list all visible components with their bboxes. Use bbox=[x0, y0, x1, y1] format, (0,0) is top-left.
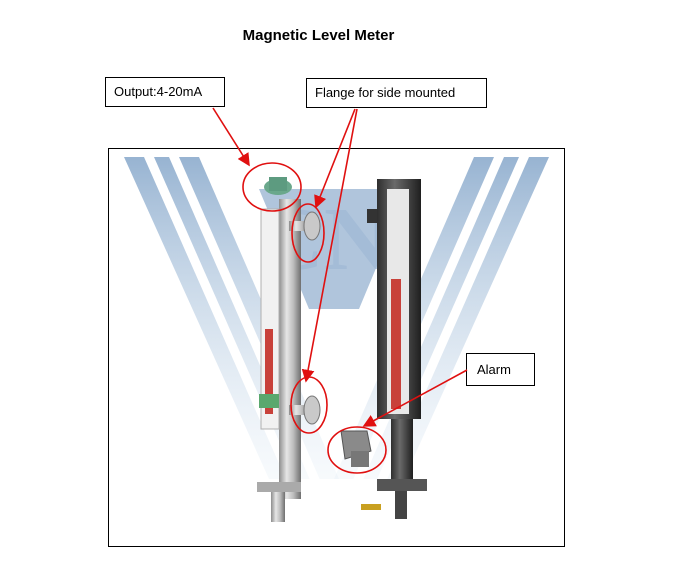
alarm-callout: Alarm bbox=[466, 353, 535, 386]
page-title: Magnetic Level Meter bbox=[242, 27, 395, 44]
flange-callout: Flange for side mounted bbox=[306, 78, 487, 108]
watermark-logo: CN bbox=[124, 157, 549, 509]
product-photo-drawing: CN bbox=[124, 157, 549, 522]
output-callout: Output:4-20mA bbox=[105, 77, 225, 107]
product-photo: CN bbox=[108, 148, 565, 547]
